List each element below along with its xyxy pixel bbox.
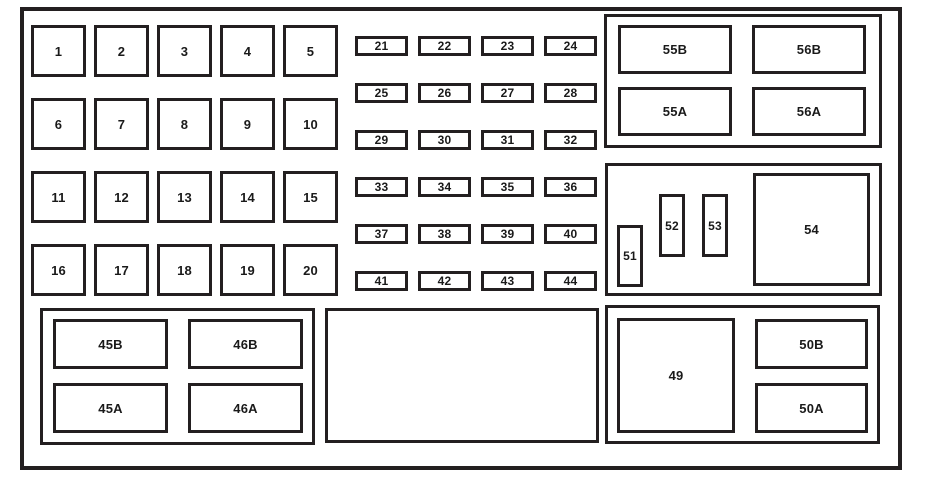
fuse-41: 41 [355,271,408,291]
fuse-10: 10 [283,98,338,150]
relay-block-mid-right: 51 52 53 54 [605,163,882,296]
fuse-12: 12 [94,171,149,223]
relay-block-bottom-right: 49 50B 50A [605,305,880,444]
relay-50A: 50A [755,383,868,433]
fuse-44: 44 [544,271,597,291]
fuse-36: 36 [544,177,597,197]
fuse-21: 21 [355,36,408,56]
fuse-40: 40 [544,224,597,244]
fuse-53: 53 [702,194,728,257]
relay-45A: 45A [53,383,168,433]
fuse-51: 51 [617,225,643,287]
fuse-27: 27 [481,83,534,103]
fuse-11: 11 [31,171,86,223]
fuse-3: 3 [157,25,212,77]
fuse-20: 20 [283,244,338,296]
fuse-19: 19 [220,244,275,296]
fuse-43: 43 [481,271,534,291]
fuse-39: 39 [481,224,534,244]
fuse-35: 35 [481,177,534,197]
relay-50B: 50B [755,319,868,369]
relay-49: 49 [617,318,735,433]
fuse-7: 7 [94,98,149,150]
fuse-15: 15 [283,171,338,223]
fuse-16: 16 [31,244,86,296]
fuse-34: 34 [418,177,471,197]
fuse-17: 17 [94,244,149,296]
fuse-29: 29 [355,130,408,150]
fuse-32: 32 [544,130,597,150]
fuse-52: 52 [659,194,685,257]
fuse-25: 25 [355,83,408,103]
fuse-28: 28 [544,83,597,103]
fuse-26: 26 [418,83,471,103]
relay-46A: 46A [188,383,303,433]
fuse-9: 9 [220,98,275,150]
fuse-24: 24 [544,36,597,56]
fuse-31: 31 [481,130,534,150]
relay-45B: 45B [53,319,168,369]
fuse-13: 13 [157,171,212,223]
fuse-1: 1 [31,25,86,77]
empty-block-bottom-middle [325,308,599,443]
fuse-23: 23 [481,36,534,56]
relay-55B: 55B [618,25,732,74]
fuse-14: 14 [220,171,275,223]
fuse-2: 2 [94,25,149,77]
mini-fuse-grid: 21 22 23 24 25 26 27 28 29 30 31 32 33 3… [355,36,597,291]
relay-56B: 56B [752,25,866,74]
fuse-42: 42 [418,271,471,291]
fuse-8: 8 [157,98,212,150]
fuse-5: 5 [283,25,338,77]
fuse-38: 38 [418,224,471,244]
fuse-22: 22 [418,36,471,56]
relay-55A: 55A [618,87,732,136]
relay-block-top-right: 55B 56B 55A 56A [604,14,882,148]
fuse-18: 18 [157,244,212,296]
fuse-37: 37 [355,224,408,244]
relay-54: 54 [753,173,870,286]
relay-56A: 56A [752,87,866,136]
fuse-4: 4 [220,25,275,77]
fuse-33: 33 [355,177,408,197]
fuse-30: 30 [418,130,471,150]
relay-46B: 46B [188,319,303,369]
square-fuse-grid: 1 2 3 4 5 6 7 8 9 10 11 12 13 14 15 16 1… [31,25,338,296]
fuse-6: 6 [31,98,86,150]
relay-block-bottom-left: 45B 46B 45A 46A [40,308,315,445]
